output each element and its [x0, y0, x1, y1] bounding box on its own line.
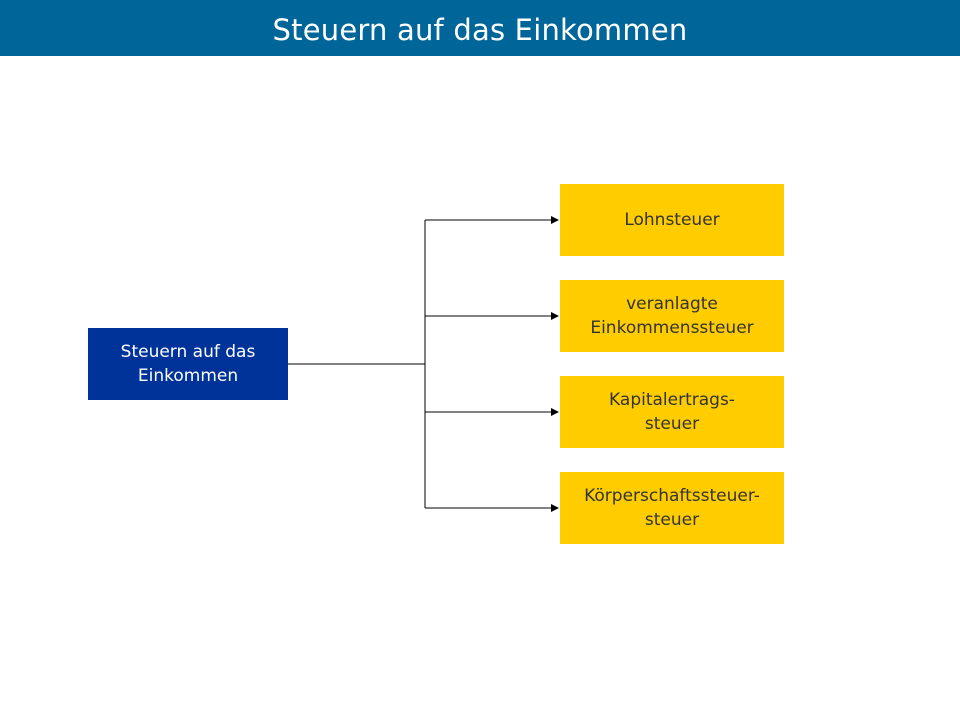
node-koerperschaftssteuer: Körperschaftssteuer- steuer	[560, 472, 784, 544]
node-lohnsteuer: Lohnsteuer	[560, 184, 784, 256]
root-node: Steuern auf das Einkommen	[88, 328, 288, 400]
page-title: Steuern auf das Einkommen	[272, 12, 688, 47]
title-bar: Steuern auf das Einkommen	[0, 0, 960, 56]
node-veranlagte-einkommenssteuer: veranlagte Einkommenssteuer	[560, 280, 784, 352]
node-kapitalertragssteuer: Kapitalertrags- steuer	[560, 376, 784, 448]
